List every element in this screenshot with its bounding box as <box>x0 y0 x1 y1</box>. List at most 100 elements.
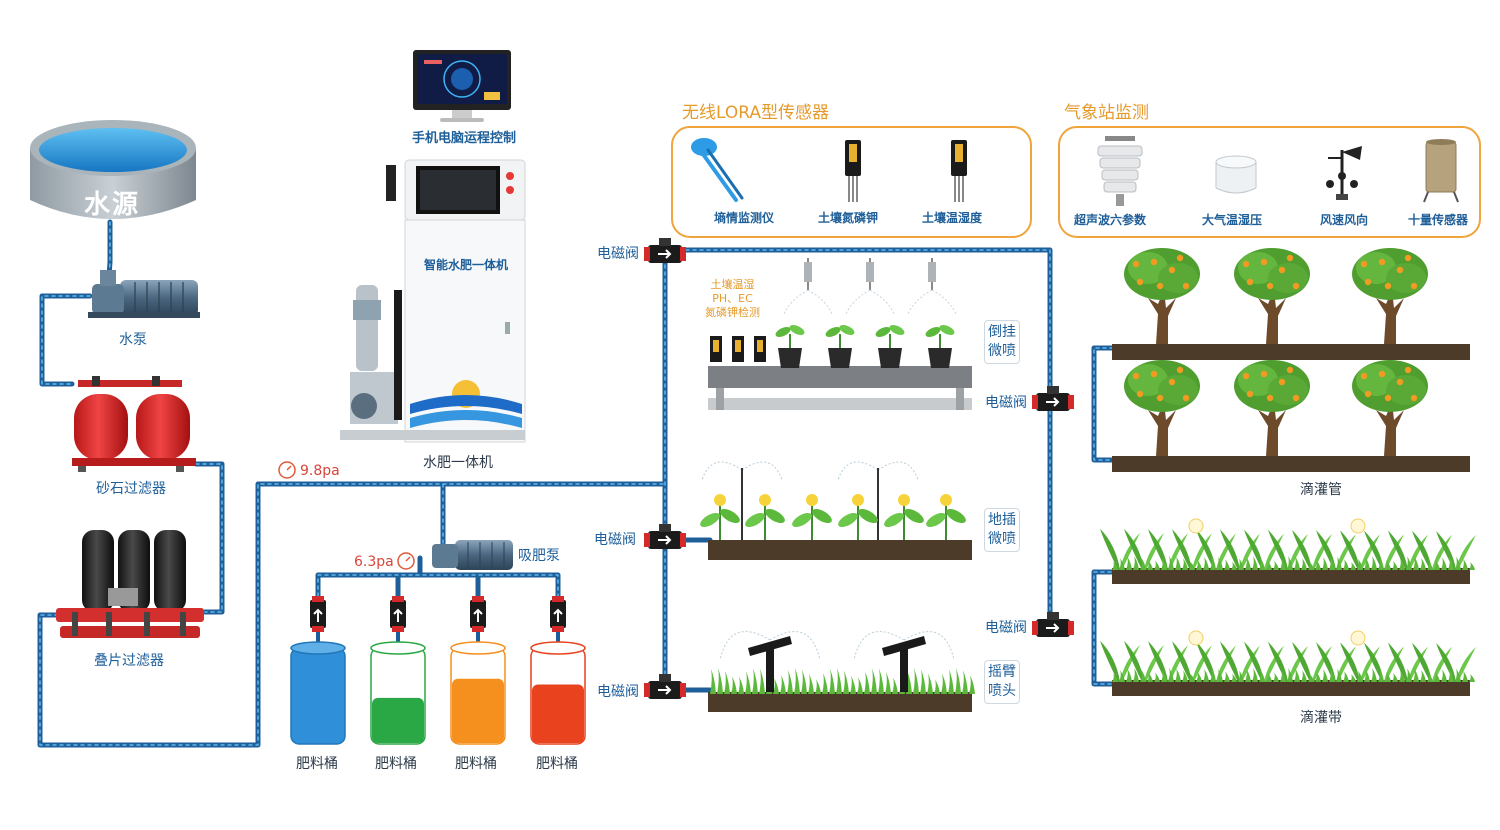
valve-label: 电磁阀 <box>597 684 639 700</box>
method-line: 微喷 <box>988 343 1016 359</box>
bucket-label: 肥料桶 <box>296 756 338 772</box>
rain-gauge-icon <box>1423 139 1459 203</box>
water-pump-icon <box>88 270 200 318</box>
npk-sensor-icon <box>845 140 861 202</box>
drip-tape-label: 滴灌带 <box>1300 710 1342 726</box>
pressure-gauge-fert-icon <box>397 552 415 570</box>
method-label-rocker: 摇臂 喷头 <box>984 660 1020 704</box>
tree-icon <box>1352 248 1428 344</box>
method-label-hanging: 倒挂 微喷 <box>984 320 1020 364</box>
flower-icon <box>714 494 726 506</box>
fertilizer-buckets <box>290 641 586 745</box>
solenoid-valve-icon <box>644 524 686 549</box>
fertilizer-bucket-icon <box>290 641 346 745</box>
pot-icon <box>878 348 902 368</box>
fertilizer-pump-label: 吸肥泵 <box>518 548 560 564</box>
drip-pipe-label: 滴灌管 <box>1300 482 1342 498</box>
bucket-label: 肥料桶 <box>536 756 578 772</box>
valve-label: 电磁阀 <box>594 532 636 548</box>
fertigation-machine <box>340 159 526 443</box>
tree-icon <box>1234 248 1310 344</box>
monitor-icon <box>413 50 511 122</box>
fertilizer-pump-icon <box>432 540 513 570</box>
crop-drip-tape-field <box>1100 518 1476 696</box>
crop-flower-icon <box>1188 518 1204 534</box>
flower-icon <box>898 494 910 506</box>
weather-sensor-label: 大气温湿压 <box>1202 213 1263 227</box>
pressure-fert-value: 6.3pa <box>354 554 394 570</box>
sensor-label: 土壤温湿度 <box>922 211 983 225</box>
valve-label: 电磁阀 <box>985 620 1027 636</box>
soil-temp-humidity-sensor-icon <box>951 140 967 202</box>
ground-spray-field <box>700 461 972 560</box>
tree-icon <box>1234 360 1310 456</box>
crop-flower-icon <box>1350 630 1366 646</box>
machine-label: 水肥一体机 <box>423 455 493 471</box>
solenoid-valve-icon <box>644 674 686 699</box>
valve-label: 电磁阀 <box>597 246 639 262</box>
crop-flower-icon <box>1188 630 1204 646</box>
fertilizer-valves <box>310 596 566 646</box>
fertilizer-valve-icon <box>390 596 406 646</box>
weather-sensor-label: 风速风向 <box>1320 213 1369 227</box>
flower-icon <box>806 494 818 506</box>
method-line: 地插 <box>988 512 1016 528</box>
moisture-probe-icon <box>691 138 744 202</box>
soil-detect-line: PH、EC <box>712 292 753 305</box>
bucket-label: 肥料桶 <box>455 756 497 772</box>
flower-icon <box>852 494 864 506</box>
pot-icon <box>828 348 852 368</box>
solenoid-valve-icon <box>644 238 686 263</box>
fertilizer-bucket-icon <box>530 641 586 745</box>
sand-filter-icon <box>72 376 196 472</box>
fertilizer-valve-icon <box>310 596 326 646</box>
tree-icon <box>1124 360 1200 456</box>
remote-control-label: 手机电脑运程控制 <box>412 131 517 146</box>
sensor-label: 土壤氮磷钾 <box>818 211 879 225</box>
method-line: 摇臂 <box>988 664 1016 680</box>
valve-label: 电磁阀 <box>985 395 1027 411</box>
seedling-icon <box>825 327 841 337</box>
seedling-icon <box>875 327 891 337</box>
hanging-spray-field <box>708 258 972 410</box>
method-line: 倒挂 <box>988 324 1016 340</box>
wind-sensor-icon <box>1326 146 1362 200</box>
flower-icon <box>759 494 771 506</box>
water-source-label: 水源 <box>84 190 141 220</box>
ultrasonic-weather-sensor-icon <box>1097 136 1143 206</box>
orchard-drip-field <box>1112 248 1470 472</box>
water-source-tank <box>30 120 196 219</box>
weather-sensor-label: 超声波六参数 <box>1074 213 1147 227</box>
pot-icon <box>778 348 802 368</box>
method-line: 喷头 <box>988 683 1016 699</box>
weather-sensor-label: 十量传感器 <box>1408 213 1469 227</box>
fertilizer-bucket-icon <box>370 641 426 745</box>
weather-station-panel <box>1058 126 1481 238</box>
pressure-main-value: 9.8pa <box>300 463 340 479</box>
soil-detect-line: 土壤温湿 <box>710 278 755 291</box>
fertilizer-bucket-icon <box>450 641 506 745</box>
disc-filter-icon <box>56 530 204 638</box>
atmosphere-sensor-icon <box>1215 155 1257 194</box>
soil-detect-label: 土壤温湿 PH、EC 氮磷钾检测 <box>705 278 760 320</box>
fertilizer-valve-icon <box>550 596 566 646</box>
bucket-label: 肥料桶 <box>375 756 417 772</box>
machine-panel-label: 智能水肥一体机 <box>424 258 509 272</box>
lora-sensor-panel <box>671 126 1032 238</box>
crop-flower-icon <box>1350 518 1366 534</box>
disc-filter-label: 叠片过滤器 <box>94 653 164 669</box>
method-line: 微喷 <box>988 531 1016 547</box>
sensor-label: 墒情监测仪 <box>714 211 775 225</box>
flower-icon <box>940 494 952 506</box>
seedling-icon <box>925 327 941 337</box>
tree-icon <box>1124 248 1200 344</box>
sand-filter-label: 砂石过滤器 <box>96 481 166 497</box>
seedling-icon <box>775 327 791 337</box>
solenoid-valves <box>644 238 1074 699</box>
fertilizer-valve-icon <box>470 596 486 646</box>
pressure-gauge-main-icon <box>278 461 296 479</box>
tree-icon <box>1352 360 1428 456</box>
rocker-sprinkler-field <box>708 631 975 712</box>
weather-station-title: 气象站监测 <box>1064 103 1149 123</box>
